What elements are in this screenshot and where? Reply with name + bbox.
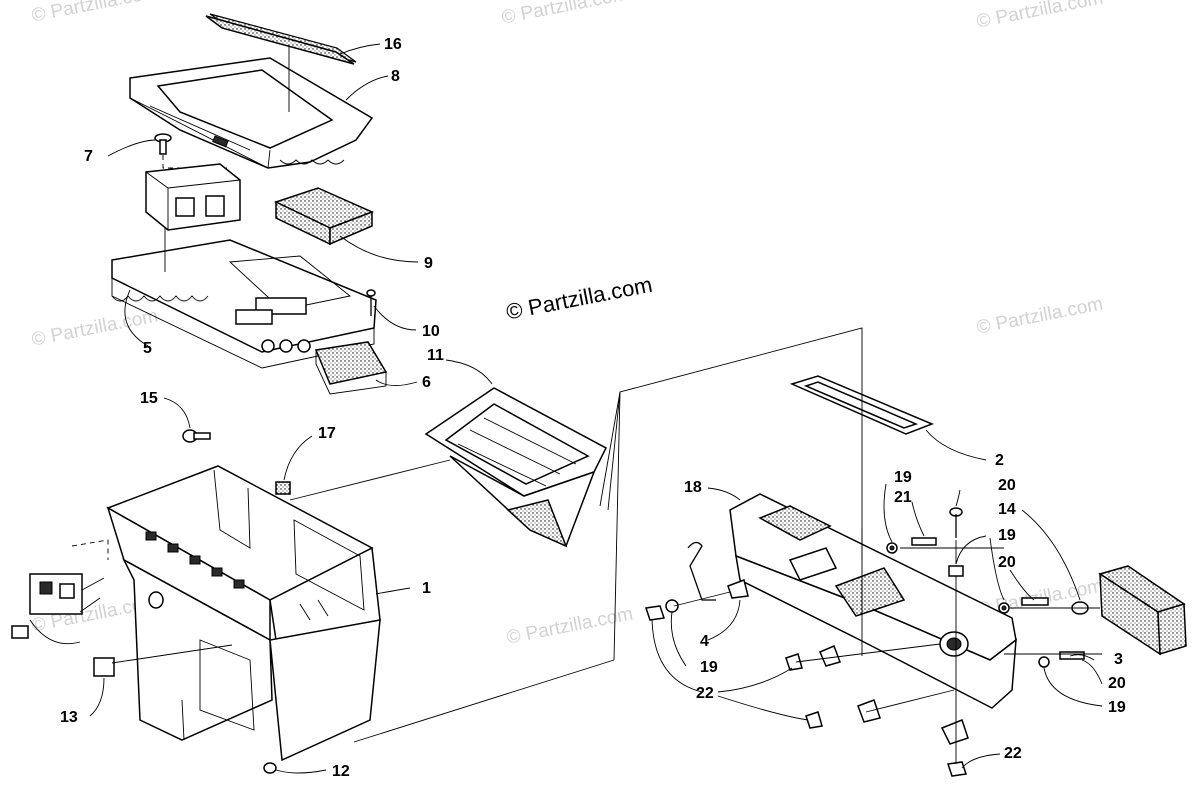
callout-9: 9 (424, 255, 433, 272)
part-4-rod (687, 541, 749, 601)
callout-19-b: 19 (998, 527, 1016, 544)
callout-7: 7 (84, 148, 93, 165)
part-9-filter (274, 187, 374, 246)
callout-1: 1 (422, 580, 431, 597)
callout-22-b: 22 (1004, 745, 1022, 762)
leader-lines (89, 43, 1103, 774)
callout-16: 16 (384, 36, 402, 53)
part-6-foam (314, 341, 388, 395)
callout-20-b: 20 (998, 554, 1016, 571)
callout-19-d: 19 (1108, 699, 1126, 716)
callout-19-c: 19 (700, 659, 718, 676)
callout-21: 21 (894, 489, 912, 506)
callout-11: 11 (427, 347, 444, 364)
callout-8: 8 (391, 68, 400, 85)
callout-14: 14 (998, 501, 1016, 518)
callout-3: 3 (1114, 651, 1123, 668)
part-15-screw (182, 429, 211, 443)
hardware-fasteners (645, 507, 1089, 777)
part-18-duct (729, 493, 1017, 709)
callout-22-a: 22 (696, 685, 714, 702)
assembly-lines (111, 46, 1102, 764)
callout-4: 4 (700, 633, 709, 650)
callout-15: 15 (140, 390, 158, 407)
callout-19-a: 19 (894, 469, 912, 486)
callout-6: 6 (422, 374, 431, 391)
part-3-filter (1098, 565, 1187, 656)
part-1-airbox (106, 465, 381, 774)
part-13-harness (11, 539, 115, 677)
part-8-airbox-cover (129, 57, 374, 169)
callout-13: 13 (60, 709, 78, 726)
callout-20-c: 20 (1108, 675, 1126, 692)
callout-2: 2 (995, 452, 1004, 469)
part-7-screw-module (145, 133, 241, 231)
part-17-clip (275, 481, 291, 495)
callout-10: 10 (422, 323, 440, 340)
callout-5: 5 (143, 340, 152, 357)
callout-17: 17 (318, 425, 336, 442)
callout-20-a: 20 (998, 477, 1016, 494)
callout-12: 12 (332, 763, 350, 780)
part-11-duct (424, 387, 607, 548)
part-10-screw (366, 289, 376, 316)
callout-18: 18 (684, 479, 702, 496)
part-16-label-sheet (205, 13, 357, 65)
part-5-tray (111, 228, 377, 369)
